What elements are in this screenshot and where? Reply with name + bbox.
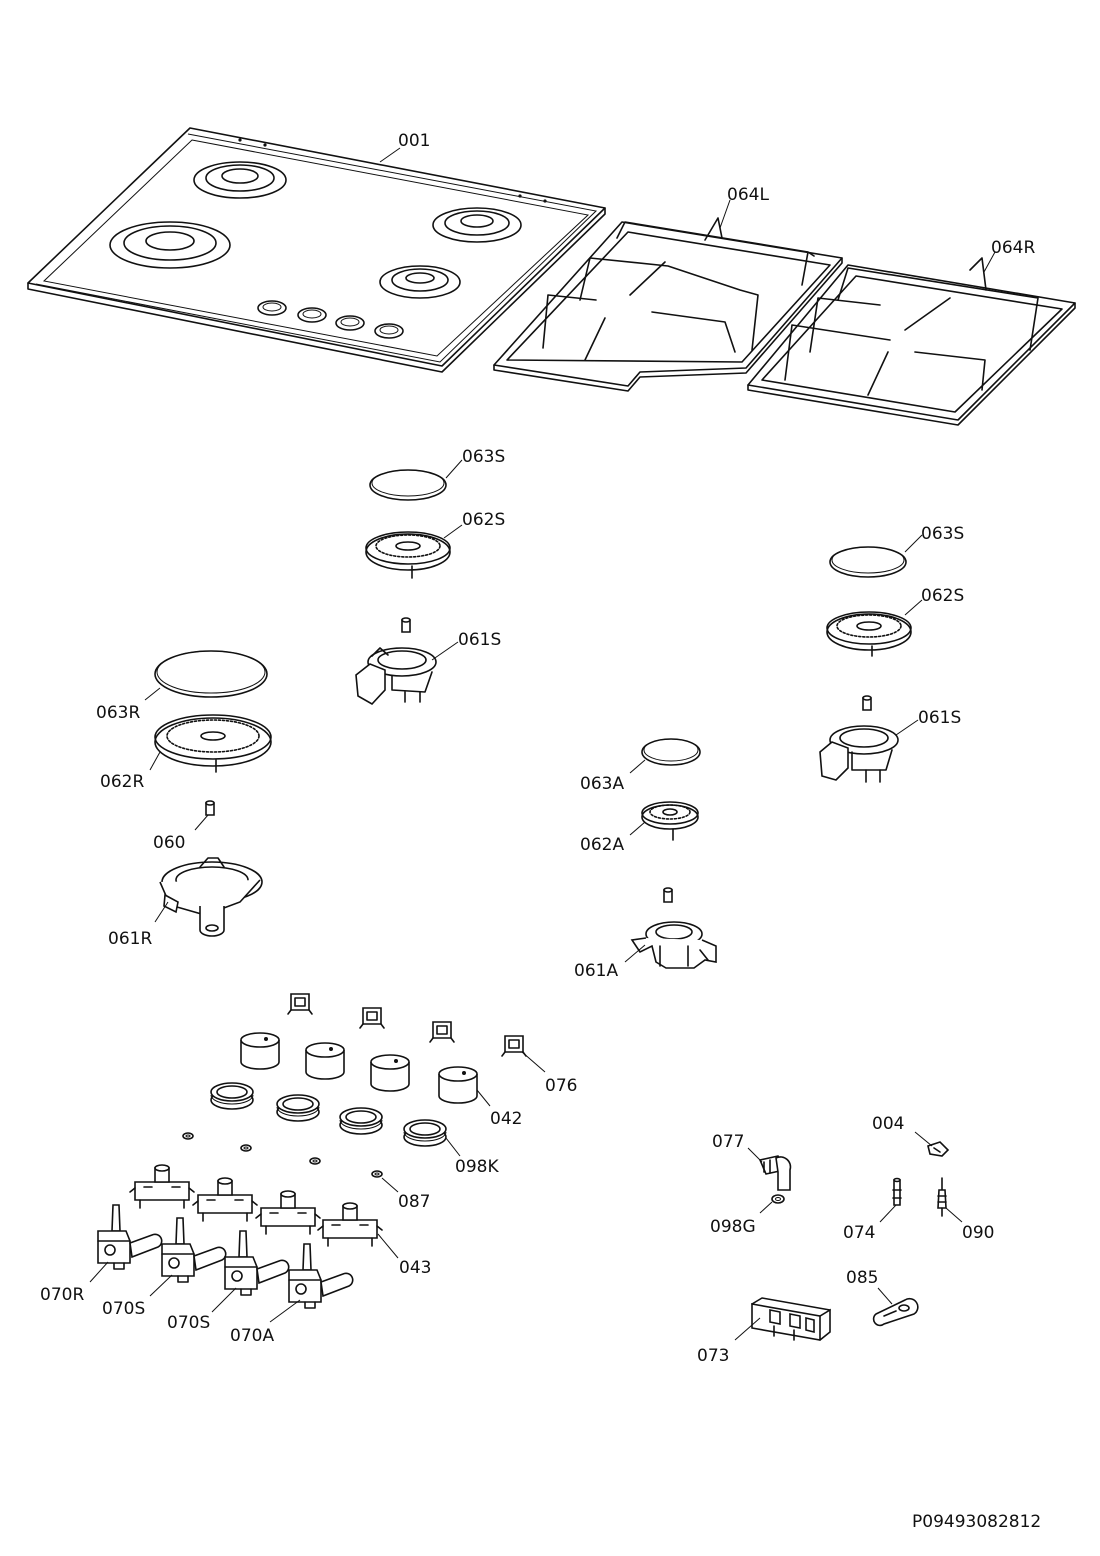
washer-087-1 bbox=[182, 1132, 194, 1140]
label-087: 087 bbox=[398, 1192, 430, 1212]
label-062S-a: 062S bbox=[462, 510, 505, 530]
label-090: 090 bbox=[962, 1223, 994, 1243]
burner-crown-062S-a bbox=[365, 524, 463, 579]
washer-087-4 bbox=[371, 1170, 383, 1178]
label-061R: 061R bbox=[108, 929, 152, 949]
seal-098G bbox=[759, 1194, 785, 1214]
burner-cap-063A bbox=[629, 738, 701, 774]
burner-cap-063R bbox=[144, 650, 268, 701]
washer-087-3 bbox=[309, 1157, 321, 1165]
washer-087-2 bbox=[240, 1144, 252, 1152]
bezel-098K-1 bbox=[210, 1082, 254, 1110]
label-098G: 098G bbox=[710, 1217, 756, 1237]
burner-crown-062S-b bbox=[826, 599, 923, 657]
hob-top-001 bbox=[27, 127, 606, 373]
injector-061S-b-jet bbox=[862, 695, 872, 711]
injector-061S-a-jet bbox=[401, 617, 411, 633]
clip-076-3 bbox=[429, 1021, 455, 1043]
label-004: 004 bbox=[872, 1114, 904, 1134]
label-074: 074 bbox=[843, 1223, 875, 1243]
drawing-code: P09493082812 bbox=[912, 1512, 1041, 1532]
label-070A: 070A bbox=[230, 1326, 274, 1346]
label-070S-b: 070S bbox=[167, 1313, 210, 1333]
label-062A: 062A bbox=[580, 835, 624, 855]
bezel-098K-3 bbox=[339, 1107, 383, 1135]
switch-043-3 bbox=[255, 1190, 321, 1235]
label-001: 001 bbox=[398, 131, 430, 151]
clip-076-2 bbox=[359, 1007, 385, 1029]
label-063A: 063A bbox=[580, 774, 624, 794]
pan-support-064L bbox=[493, 199, 843, 392]
burner-crown-062A bbox=[629, 801, 699, 841]
switch-043-4 bbox=[317, 1202, 383, 1247]
valve-070S-1 bbox=[161, 1217, 227, 1283]
label-063S-b: 063S bbox=[921, 524, 964, 544]
knob-042-4 bbox=[438, 1066, 478, 1104]
burner-body-061A bbox=[624, 921, 717, 969]
burner-body-061R bbox=[154, 857, 263, 937]
bezel-098K-4 bbox=[403, 1119, 447, 1147]
switch-043-2 bbox=[192, 1177, 258, 1222]
knob-042-1 bbox=[240, 1032, 280, 1070]
burner-cap-063S-b bbox=[829, 534, 923, 578]
thermocouple-074 bbox=[879, 1177, 902, 1223]
knob-042-3 bbox=[370, 1054, 410, 1092]
label-062R: 062R bbox=[100, 772, 144, 792]
clip-076-1 bbox=[287, 993, 313, 1015]
label-063R: 063R bbox=[96, 703, 140, 723]
switch-043-1 bbox=[129, 1164, 195, 1209]
valve-070A bbox=[288, 1243, 354, 1309]
injector-060 bbox=[194, 800, 215, 831]
burner-cap-063S-a bbox=[369, 459, 463, 501]
label-043: 043 bbox=[399, 1258, 431, 1278]
clip-004 bbox=[914, 1131, 950, 1157]
label-077: 077 bbox=[712, 1132, 744, 1152]
elbow-connector-077 bbox=[747, 1147, 792, 1191]
label-063S-a: 063S bbox=[462, 447, 505, 467]
label-098K: 098K bbox=[455, 1157, 499, 1177]
injector-061A-jet bbox=[663, 887, 673, 903]
grommet-085 bbox=[872, 1287, 919, 1327]
label-061S-b: 061S bbox=[918, 708, 961, 728]
valve-070R bbox=[97, 1204, 163, 1270]
label-061A: 061A bbox=[574, 961, 618, 981]
label-085: 085 bbox=[846, 1268, 878, 1288]
burner-body-061S-b bbox=[819, 719, 919, 783]
label-076: 076 bbox=[545, 1076, 577, 1096]
label-062S-b: 062S bbox=[921, 586, 964, 606]
label-042: 042 bbox=[490, 1109, 522, 1129]
label-061S-a: 061S bbox=[458, 630, 501, 650]
burner-body-061S-a bbox=[355, 641, 459, 706]
knob-042-2 bbox=[305, 1042, 345, 1080]
label-073: 073 bbox=[697, 1346, 729, 1366]
electrode-090 bbox=[937, 1177, 963, 1223]
label-070R: 070R bbox=[40, 1285, 84, 1305]
burner-crown-062R bbox=[149, 714, 272, 773]
pan-support-064R bbox=[747, 251, 1076, 426]
label-064R: 064R bbox=[991, 238, 1035, 258]
label-060: 060 bbox=[153, 833, 185, 853]
spark-generator-073 bbox=[734, 1297, 831, 1341]
label-070S-a: 070S bbox=[102, 1299, 145, 1319]
valve-070S-2 bbox=[224, 1230, 290, 1296]
bezel-098K-2 bbox=[276, 1094, 320, 1122]
label-064L: 064L bbox=[727, 185, 769, 205]
